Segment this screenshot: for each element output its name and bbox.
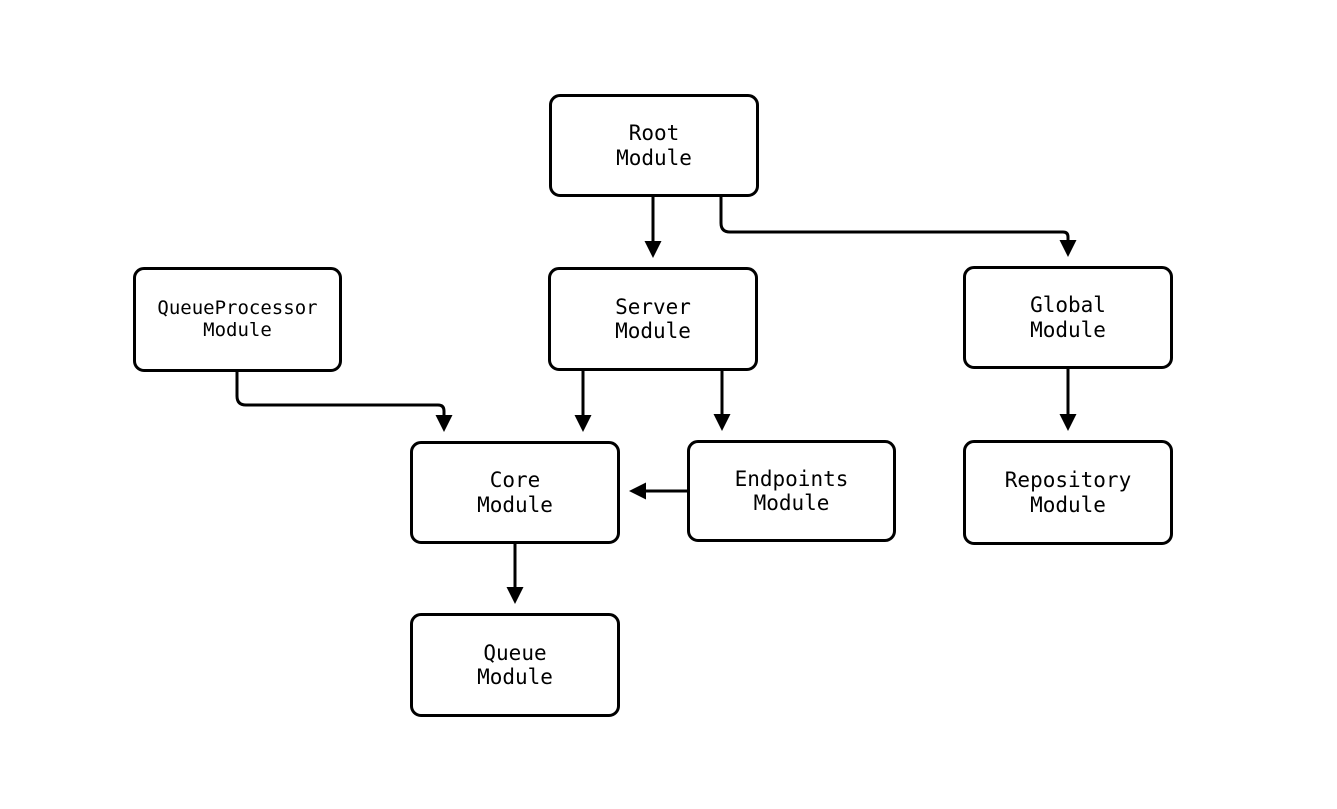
edge-root-to-global: [719, 197, 1070, 242]
node-label-line1: Server: [615, 294, 691, 319]
node-label-line2: Module: [1030, 492, 1106, 517]
arrowhead-root-to-global: [1059, 240, 1077, 257]
node-label-line1: Core: [489, 468, 541, 493]
node-label-line1: Queue: [483, 640, 547, 665]
node-repository-module[interactable]: Repository Module: [963, 440, 1173, 545]
node-label-line1: Repository: [1004, 468, 1132, 493]
edge-queueprocessor-to-core: [235, 372, 446, 417]
node-server-module[interactable]: Server Module: [548, 267, 758, 371]
arrowhead-global-to-repository: [1059, 414, 1077, 431]
node-global-module[interactable]: Global Module: [963, 266, 1173, 369]
node-label-line2: Module: [1030, 317, 1106, 342]
edge-group: [235, 197, 1077, 604]
node-label-line2: Module: [615, 319, 691, 343]
node-label-line1: Root: [628, 121, 680, 146]
node-label-line1: QueueProcessor: [157, 296, 318, 319]
arrowhead-queueprocessor-to-core: [435, 415, 453, 432]
node-core-module[interactable]: Core Module: [410, 441, 620, 544]
arrowhead-endpoints-to-core: [629, 482, 646, 500]
node-label-line2: Module: [477, 665, 553, 689]
node-label-line2: Module: [203, 318, 272, 341]
arrowhead-core-to-queue: [506, 587, 524, 604]
node-label-line2: Module: [753, 491, 830, 515]
node-queue-module[interactable]: Queue Module: [410, 613, 620, 717]
arrowhead-root-to-server: [644, 241, 662, 258]
arrowhead-server-to-core: [574, 415, 592, 432]
node-label-line1: Endpoints: [734, 466, 849, 491]
node-root-module[interactable]: Root Module: [549, 94, 759, 197]
node-label-line1: Global: [1030, 293, 1106, 318]
node-label-line2: Module: [616, 145, 692, 170]
node-label-line2: Module: [477, 492, 553, 517]
node-queueprocessor-module[interactable]: QueueProcessor Module: [133, 267, 342, 372]
node-endpoints-module[interactable]: Endpoints Module: [687, 440, 896, 542]
arrowhead-server-to-endpoints: [713, 414, 731, 431]
